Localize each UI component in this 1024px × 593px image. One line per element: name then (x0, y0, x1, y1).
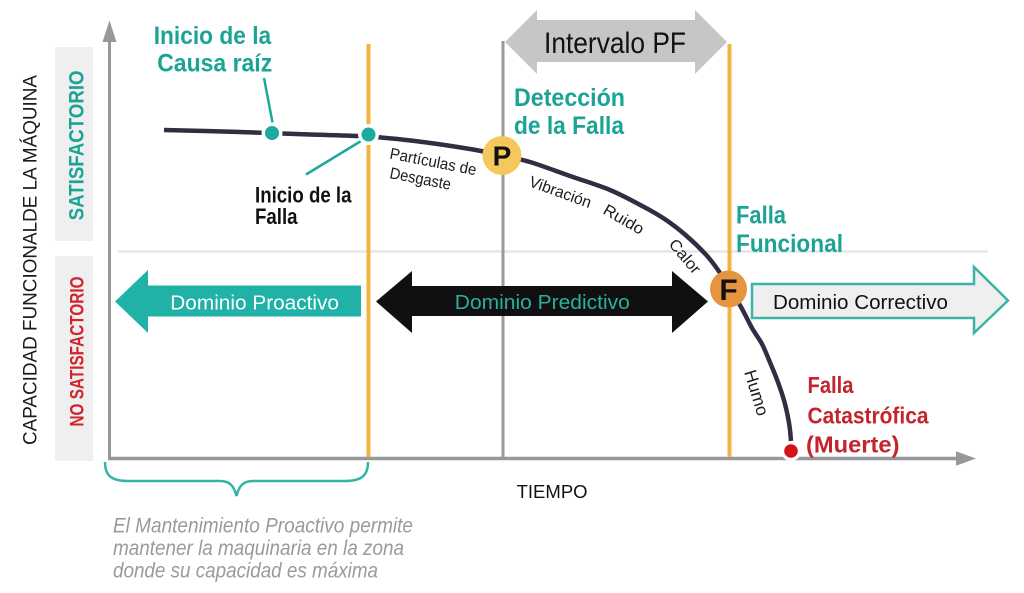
svg-text:Inicio de la: Inicio de la (255, 183, 352, 208)
svg-text:SATISFACTORIO: SATISFACTORIO (66, 70, 89, 220)
svg-text:NO SATISFACTORIO: NO SATISFACTORIO (67, 277, 89, 427)
svg-text:Causa raíz: Causa raíz (157, 50, 272, 78)
svg-text:Inicio de la: Inicio de la (154, 22, 272, 50)
svg-text:Falla: Falla (808, 372, 854, 398)
svg-text:Catastrófica: Catastrófica (808, 403, 929, 429)
svg-text:Funcional: Funcional (736, 230, 843, 258)
svg-text:Falla: Falla (255, 204, 298, 229)
svg-text:de la Falla: de la Falla (514, 112, 625, 140)
svg-text:(Muerte): (Muerte) (806, 432, 900, 458)
svg-text:mantener la maquinaria en la z: mantener la maquinaria en la zona (113, 536, 404, 560)
svg-text:El Mantenimiento Proactivo per: El Mantenimiento Proactivo permite (113, 514, 413, 538)
svg-text:Intervalo PF: Intervalo PF (544, 27, 686, 60)
svg-text:Detección: Detección (514, 84, 625, 112)
svg-text:donde su capacidad es máxima: donde su capacidad es máxima (113, 559, 378, 583)
svg-text:Dominio Predictivo: Dominio Predictivo (455, 291, 630, 314)
svg-text:P: P (493, 141, 512, 172)
svg-text:CAPACIDAD FUNCIONALDE LA MÁQUI: CAPACIDAD FUNCIONALDE LA MÁQUINA (21, 75, 42, 445)
svg-text:Dominio Correctivo: Dominio Correctivo (773, 291, 948, 314)
svg-text:Falla: Falla (736, 202, 787, 230)
svg-text:TIEMPO: TIEMPO (517, 481, 588, 502)
svg-text:F: F (719, 274, 737, 307)
svg-text:Dominio Proactivo: Dominio Proactivo (170, 292, 339, 315)
